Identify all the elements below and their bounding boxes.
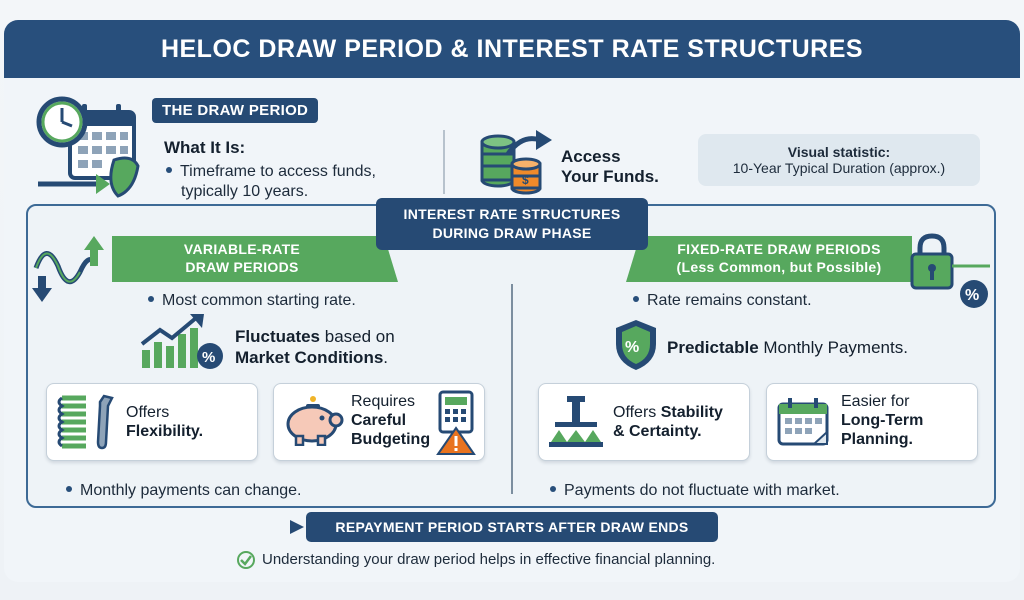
interest-rate-structures-banner: INTEREST RATE STRUCTURES DURING DRAW PHA… xyxy=(376,198,648,250)
variable-banner-shape xyxy=(112,236,398,282)
statistic-title: Visual statistic: xyxy=(787,144,891,160)
svg-text:$: $ xyxy=(522,173,529,187)
bullet-dot xyxy=(633,295,639,302)
variable-bottom-text: Monthly payments can change. xyxy=(80,482,302,499)
rate-wave-icon xyxy=(32,236,104,302)
fluctuates-text: Fluctuates based on Market Conditions. xyxy=(235,326,395,368)
bullet-dot xyxy=(148,295,154,302)
center-banner-line-1: INTEREST RATE STRUCTURES xyxy=(403,206,621,222)
budgeting-line-1: Requires xyxy=(351,393,416,410)
variable-banner-line-1: VARIABLE-RATE xyxy=(183,241,301,257)
variable-bullet-text: Most common starting rate. xyxy=(162,292,356,309)
draw-period-bullet: Timeframe to access funds, typically 10 … xyxy=(166,162,376,202)
access-funds-label: Access Your Funds. xyxy=(561,147,659,187)
fixed-bullet: Rate remains constant. xyxy=(633,291,812,311)
statistic-value: 10-Year Typical Duration (approx.) xyxy=(732,160,946,176)
growth-chart-icon: % xyxy=(140,314,223,369)
fixed-banner-shape xyxy=(626,236,912,282)
planning-text: Easier for Long-Term Planning. xyxy=(841,392,923,449)
predictable-rest: Monthly Payments. xyxy=(758,338,908,357)
svg-text:%: % xyxy=(202,349,215,366)
budgeting-line-2: Careful xyxy=(351,412,407,429)
calculator-warning-icon xyxy=(436,390,476,455)
fixed-banner-line-2: (Less Common, but Possible) xyxy=(676,259,882,275)
variable-banner-line-2: DRAW PERIODS xyxy=(185,259,299,275)
draw-period-pill: THE DRAW PERIOD xyxy=(152,98,319,123)
check-circle-icon xyxy=(237,551,255,569)
bullet-line-2: typically 10 years. xyxy=(181,183,309,200)
panel-divider xyxy=(511,284,513,494)
shield-percent-icon: % xyxy=(616,320,656,370)
repayment-banner: REPAYMENT PERIOD STARTS AFTER DRAW ENDS xyxy=(306,512,718,542)
market-conditions-bold: Market Conditions xyxy=(235,348,384,367)
footer-note: Understanding your draw period helps in … xyxy=(262,551,716,568)
fluctuates-bold: Fluctuates xyxy=(235,327,321,346)
what-it-is-heading: What It Is: xyxy=(164,138,246,157)
bullet-dot xyxy=(166,166,172,173)
planning-line-1: Easier for xyxy=(841,393,910,410)
piggy-bank-icon xyxy=(286,396,344,446)
variable-bullet: Most common starting rate. xyxy=(148,291,356,311)
spring-wrench-icon xyxy=(57,394,114,450)
market-conditions-rest: . xyxy=(383,348,389,367)
variable-bottom-bullet: Monthly payments can change. xyxy=(66,481,301,501)
predictable-text: Predictable Monthly Payments. xyxy=(667,337,908,358)
page-title: HELOC DRAW PERIOD & INTEREST RATE STRUCT… xyxy=(160,34,864,63)
padlock-icon: % xyxy=(910,233,990,308)
bullet-line-1: Timeframe to access funds, xyxy=(180,163,376,180)
visual-statistic-box: Visual statistic: 10-Year Typical Durati… xyxy=(698,134,980,186)
budgeting-text: Requires Careful Budgeting xyxy=(351,392,430,449)
svg-text:%: % xyxy=(625,339,639,356)
bullet-dot xyxy=(66,485,72,492)
stability-bold: Stability xyxy=(660,404,723,421)
planning-line-2: Long-Term xyxy=(841,412,924,429)
title-bar: HELOC DRAW PERIOD & INTEREST RATE STRUCT… xyxy=(4,20,1020,78)
variable-rate-banner: VARIABLE-RATE DRAW PERIODS xyxy=(112,240,372,276)
flexibility-line-2: Flexibility. xyxy=(126,423,204,440)
predictable-bold: Predictable xyxy=(667,338,759,357)
budgeting-line-3: Budgeting xyxy=(351,431,431,448)
flexibility-line-1: Offers xyxy=(126,404,170,421)
calendar-icon xyxy=(777,398,829,446)
certainty-bold: & Certainty. xyxy=(613,423,702,440)
clock-calendar-icon xyxy=(36,96,140,198)
access-line-1: Access xyxy=(561,147,621,166)
flexibility-text: Offers Flexibility. xyxy=(126,403,203,441)
top-divider xyxy=(443,130,445,194)
center-banner-line-2: DURING DRAW PHASE xyxy=(432,225,592,241)
coins-icon: $ xyxy=(480,130,552,195)
stability-pre: Offers xyxy=(613,404,661,421)
fixed-bottom-bullet: Payments do not fluctuate with market. xyxy=(550,481,840,501)
stability-text: Offers Stability & Certainty. xyxy=(613,403,723,441)
fixed-rate-banner: FIXED-RATE DRAW PERIODS (Less Common, bu… xyxy=(646,240,912,276)
fixed-banner-line-1: FIXED-RATE DRAW PERIODS xyxy=(677,241,881,257)
arrow-right-icon xyxy=(290,520,304,534)
fixed-bottom-text: Payments do not fluctuate with market. xyxy=(564,482,840,499)
pillar-icon xyxy=(549,396,603,447)
fixed-bullet-text: Rate remains constant. xyxy=(647,292,812,309)
bullet-dot xyxy=(550,485,556,492)
access-line-2: Your Funds. xyxy=(561,167,659,186)
svg-text:%: % xyxy=(965,287,979,304)
planning-line-3: Planning. xyxy=(841,431,913,448)
fluctuates-rest: based on xyxy=(320,327,395,346)
